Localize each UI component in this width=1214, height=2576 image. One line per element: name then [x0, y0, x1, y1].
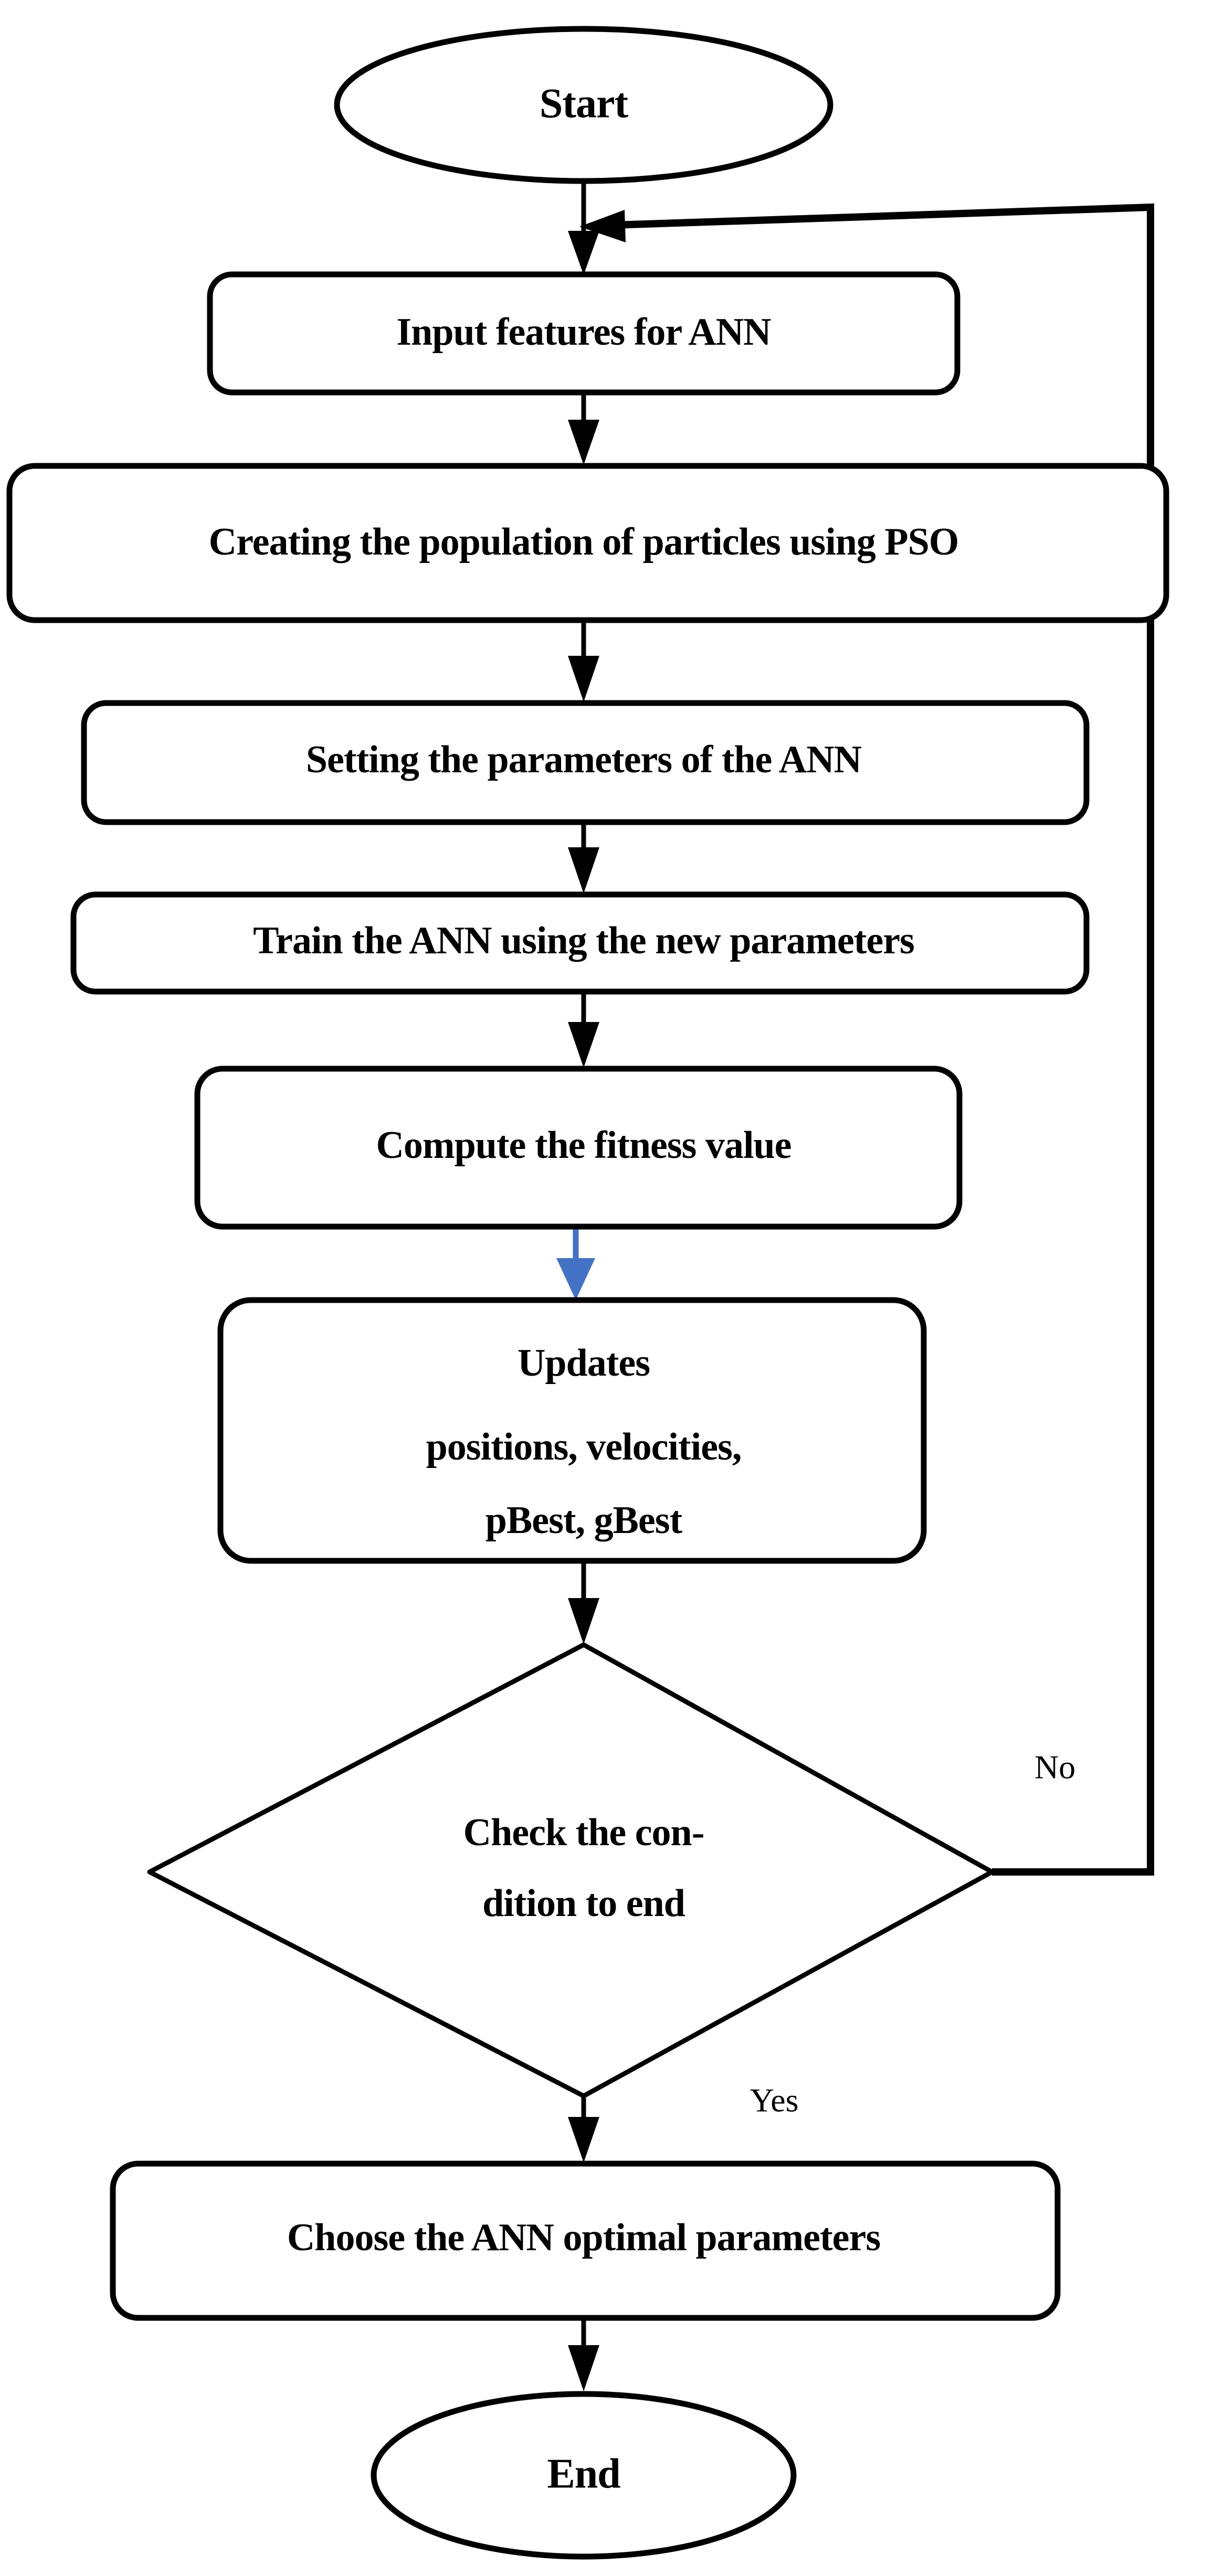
node-end-label: End: [547, 2451, 620, 2497]
node-choose-optimal-label: Choose the ANN optimal parameters: [287, 2216, 880, 2259]
connector-feedback-no-loop: [579, 203, 1154, 1876]
node-set-parameters[interactable]: Setting the parameters of the ANN: [81, 700, 1090, 825]
node-compute-fitness-label: Compute the fitness value: [376, 1124, 791, 1167]
node-create-population[interactable]: Creating the population of particles usi…: [6, 463, 1169, 623]
connector-setparams-to-train: [568, 822, 599, 893]
edge-label-yes: Yes: [749, 2082, 798, 2119]
node-check-condition-line1: Check the con-: [463, 1811, 704, 1854]
node-updates[interactable]: Updates positions, velocities, pBest, gB…: [217, 1297, 927, 1564]
node-updates-line2: positions, velocities,: [426, 1425, 742, 1468]
connector-train-to-compute: [568, 992, 599, 1068]
connector-check-to-choose: [568, 2096, 599, 2163]
node-updates-line3: pBest, gBest: [485, 1499, 683, 1542]
node-input-features-label: Input features for ANN: [396, 311, 771, 354]
connector-choose-to-end: [568, 2318, 599, 2391]
edge-label-no: No: [1034, 1749, 1075, 1786]
node-check-condition[interactable]: Check the con- dition to end: [147, 1642, 995, 2099]
node-train-ann[interactable]: Train the ANN using the new parameters: [70, 891, 1090, 995]
connector-start-to-input: [568, 173, 599, 275]
node-choose-optimal[interactable]: Choose the ANN optimal parameters: [110, 2160, 1061, 2321]
connector-compute-to-updates: [556, 1227, 595, 1300]
connector-input-to-create: [568, 392, 599, 465]
node-input-features[interactable]: Input features for ANN: [207, 271, 960, 396]
node-start[interactable]: Start: [334, 26, 833, 184]
connector-create-to-setparams: [568, 620, 599, 702]
node-check-condition-line2: dition to end: [482, 1882, 685, 1925]
node-set-parameters-label: Setting the parameters of the ANN: [306, 738, 862, 781]
node-end[interactable]: End: [371, 2391, 797, 2560]
node-train-ann-label: Train the ANN using the new parameters: [253, 919, 914, 962]
node-compute-fitness[interactable]: Compute the fitness value: [194, 1066, 963, 1230]
node-updates-line1: Updates: [518, 1342, 650, 1385]
node-start-label: Start: [540, 80, 629, 126]
connector-updates-to-check: [568, 1561, 599, 1644]
node-create-population-label: Creating the population of particles usi…: [209, 520, 959, 563]
